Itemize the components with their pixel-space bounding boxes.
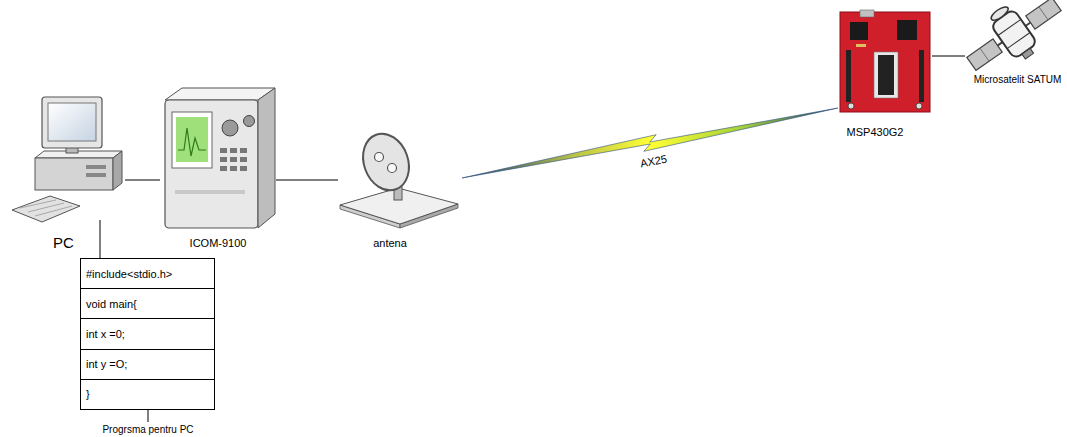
- chip: [850, 22, 868, 40]
- svg-detail: [240, 148, 247, 153]
- radio-icon: [165, 88, 275, 228]
- svg-detail: [230, 166, 237, 171]
- dish-feed: [375, 153, 384, 162]
- connector-line: [276, 180, 338, 181]
- monitor-frame: [42, 97, 102, 148]
- dip-chip: [878, 55, 894, 95]
- body-band: [998, 19, 1021, 35]
- radio-slot: [175, 190, 245, 194]
- radio-side: [258, 88, 275, 228]
- svg-detail: [240, 157, 247, 162]
- node-label: ICOM-9100: [190, 237, 247, 249]
- svg-detail: [230, 148, 237, 153]
- satellite-dish: [989, 5, 1010, 23]
- antenna-node: antena: [338, 138, 462, 228]
- radio-knob: [222, 120, 238, 136]
- code-line: void main{: [81, 289, 214, 319]
- radio-front: [165, 100, 258, 228]
- board-node: MSP430G2: [838, 10, 932, 113]
- pin-header: [846, 50, 851, 102]
- case-front: [35, 158, 113, 190]
- keyboard-keys: [28, 203, 64, 212]
- connector-line: [100, 220, 101, 258]
- dip-socket: [874, 52, 898, 98]
- code-table: #include<stdio.h>void main{int x =0;int …: [80, 258, 215, 410]
- code-line: int y =O;: [81, 350, 214, 380]
- drive-bay: [86, 165, 106, 169]
- pc-icon: [12, 97, 122, 222]
- svg-detail: [240, 166, 247, 171]
- board-pcb: [840, 12, 930, 112]
- keyboard-keys: [35, 206, 72, 216]
- body-band: [1007, 33, 1030, 49]
- radio-top: [165, 88, 275, 100]
- svg-detail: [230, 157, 237, 162]
- svg-detail: [220, 148, 227, 153]
- code-line: int x =0;: [81, 319, 214, 349]
- satellite-node: Microsatelit SATUM: [965, 2, 1066, 72]
- pin-header: [919, 50, 924, 102]
- leader-line: [148, 410, 149, 422]
- solar-panel: [1026, 0, 1061, 29]
- code-line: }: [81, 380, 214, 409]
- radio-screen-frame: [172, 112, 212, 168]
- radio-keypad: [220, 148, 247, 171]
- keyboard-keys: [20, 200, 56, 208]
- waveform: [178, 128, 206, 156]
- keyboard: [12, 196, 80, 222]
- caption-note: Progrsma pentru PC: [102, 424, 193, 435]
- code-line: #include<stdio.h>: [81, 259, 214, 289]
- radio-screen: [176, 117, 208, 162]
- chip: [897, 20, 917, 40]
- node-label: antena: [373, 237, 407, 249]
- antenna-icon: [340, 127, 458, 228]
- computer-node: PC: [10, 95, 125, 220]
- connector-line: [125, 180, 160, 181]
- svg-detail: [220, 166, 227, 171]
- board-button: [916, 103, 922, 109]
- satellite-nozzle: [1022, 48, 1034, 59]
- link-label: AX25: [639, 152, 668, 169]
- smd-part: [856, 44, 866, 47]
- node-label: Microsatelit SATUM: [974, 74, 1062, 85]
- panel-grid: [1039, 7, 1048, 20]
- panel-grid: [980, 48, 989, 61]
- monitor-screen: [48, 103, 96, 141]
- board-icon: [840, 10, 930, 112]
- radio-link-bolt: [462, 108, 838, 178]
- dish-feed: [388, 164, 397, 173]
- drive-bay: [86, 173, 106, 177]
- node-label: MSP430G2: [847, 126, 904, 138]
- usb-connector: [860, 10, 874, 17]
- radio-knob: [244, 116, 255, 127]
- svg-detail: [220, 157, 227, 162]
- board-button: [848, 103, 854, 109]
- radio-node: ICOM-9100: [160, 85, 276, 232]
- node-label: PC: [53, 235, 74, 252]
- satellite-icon: [955, 0, 1067, 86]
- case-side: [113, 151, 122, 190]
- solar-panel: [967, 39, 1002, 70]
- antenna-dish: [355, 127, 416, 197]
- connector-line: [932, 56, 965, 57]
